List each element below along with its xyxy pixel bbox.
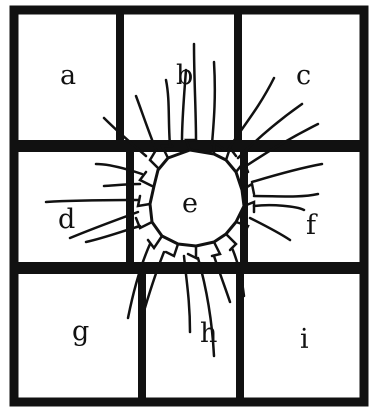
- label-h: h: [200, 318, 217, 349]
- label-i: i: [300, 324, 309, 355]
- mullion-de: [126, 150, 134, 264]
- mullion-gh: [138, 272, 146, 402]
- label-e: e: [182, 188, 198, 219]
- label-a: a: [60, 60, 76, 91]
- transom-bottom: [14, 262, 364, 274]
- label-c: c: [296, 60, 311, 91]
- label-b: b: [176, 60, 193, 91]
- label-d: d: [58, 204, 75, 235]
- label-g: g: [72, 316, 89, 347]
